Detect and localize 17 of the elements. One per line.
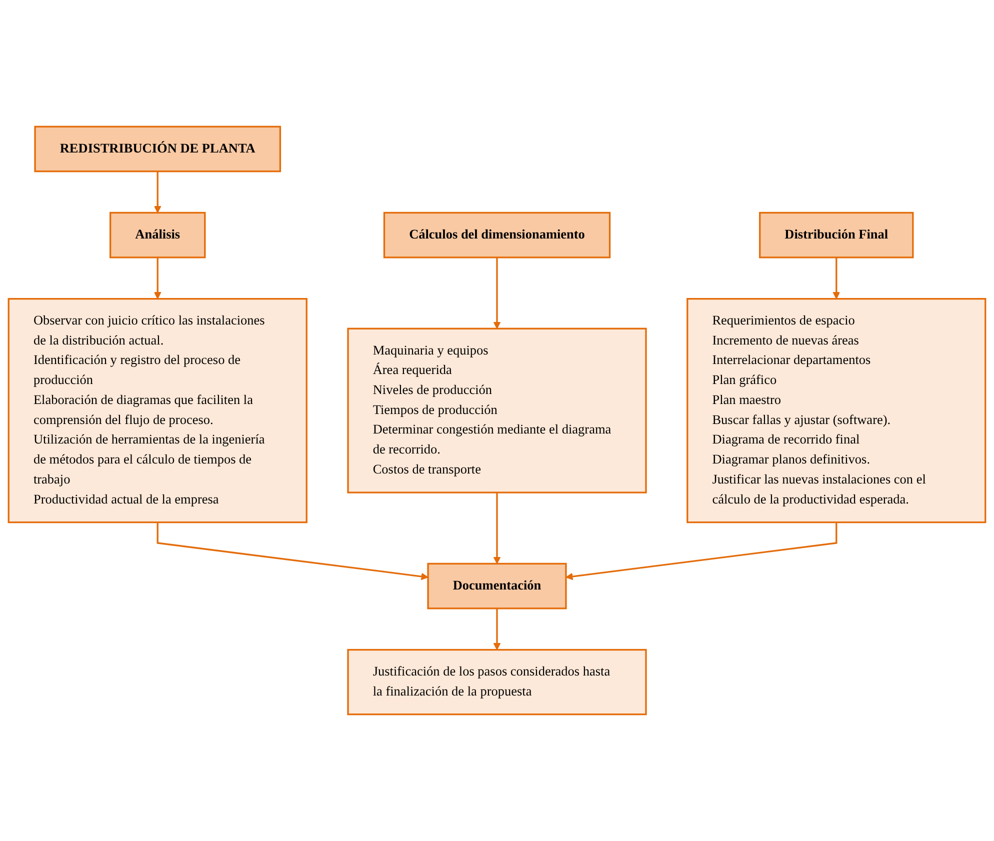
arrow: [832, 257, 840, 300]
arrow: [154, 257, 162, 300]
node-box: Requerimientos de espacio Incremento de nuevas áreas Interrelacionar departamentos Plan gráfico Plan maestro Buscar fallas y ajustar (software). Diagrama de recorrido final Diagramar planos definitivos. Justificar las nuevas instalaciones con el cálculo de la productividad esperada.: [686, 298, 986, 524]
node-box: Maquinaria y equipos Área requerida Niveles de producción Tiempos de producción Determinar congestión mediante el diagrama de recorrido. Costos de transporte: [347, 328, 647, 494]
arrow: [154, 171, 162, 214]
node-box: Análisis: [110, 212, 206, 258]
arrow: [493, 492, 501, 564]
arrow: [566, 522, 838, 580]
arrow: [493, 257, 501, 329]
arrow: [156, 522, 428, 580]
node-box: Documentación: [427, 562, 567, 610]
arrow: [493, 608, 501, 650]
node-box: Justificación de los pasos considerados hasta la finalización de la propuesta: [347, 648, 647, 716]
node-box: REDISTRIBUCIÓN DE PLANTA: [34, 126, 282, 172]
node-box: Observar con juicio crítico las instalaciones de la distribución actual. Identificación y registro del proceso de producción Elaboración de diagramas que faciliten la comprensión del flujo de proceso. Utilización de herramientas de la ingeniería de métodos para el cálculo de tiempos de trabajo Productividad actual de la empresa: [8, 298, 308, 524]
node-box: Cálculos del dimensionamiento: [383, 212, 611, 258]
node-box: Distribución Final: [759, 212, 914, 258]
